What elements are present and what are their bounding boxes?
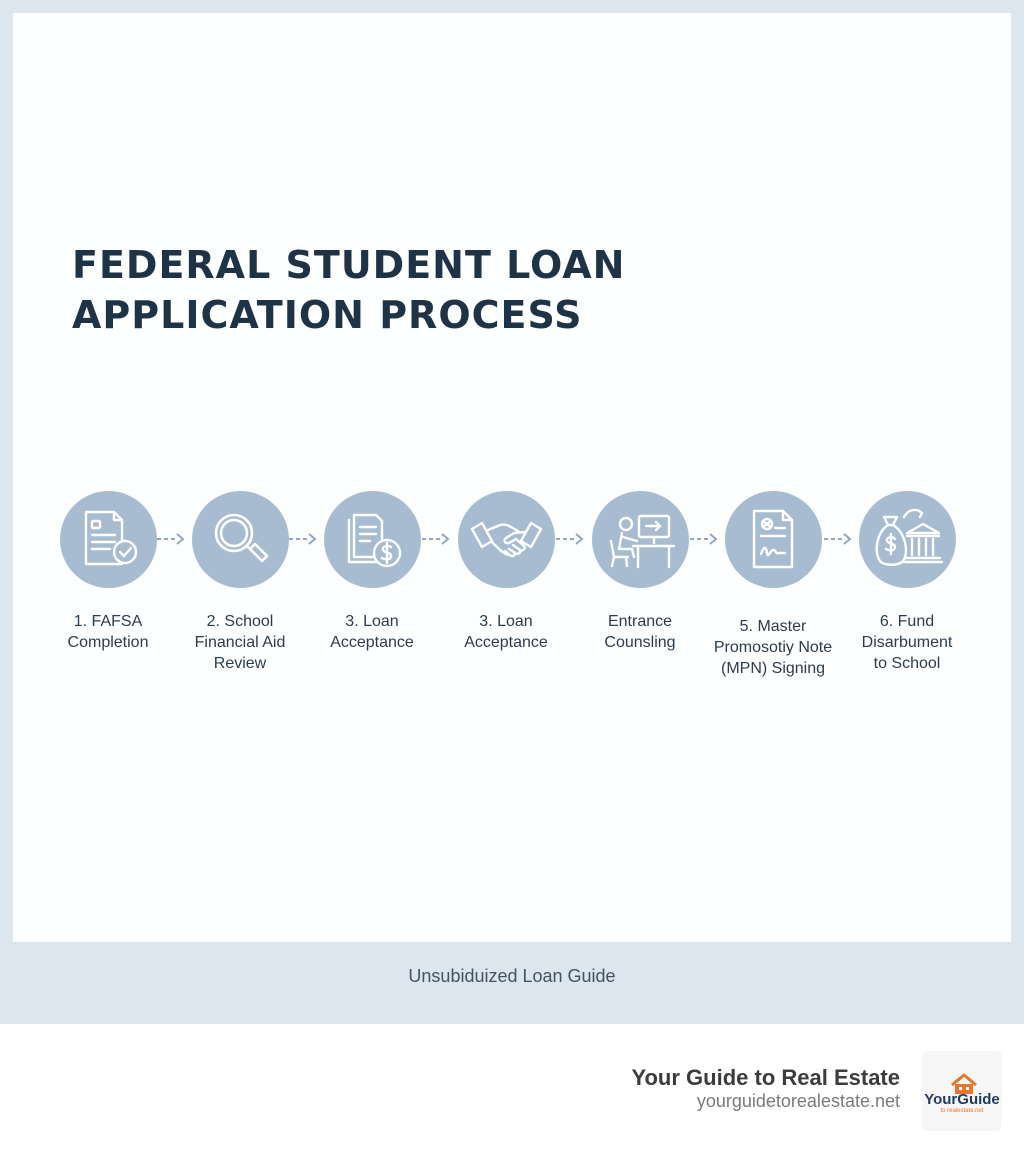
brand-name[interactable]: Your Guide to Real Estate [631, 1065, 900, 1090]
step-label: 5. Master Promosotiy Note (MPN) Signing [713, 618, 833, 677]
magnifier-icon [214, 513, 269, 563]
logo-text: YourGuide [924, 1091, 1000, 1108]
arrow-1-icon [157, 533, 185, 545]
logo-subtext: to realestate.net [940, 1108, 983, 1114]
title-line-2: APPLICATION PROCESS [72, 293, 583, 337]
signed-document-icon [752, 509, 794, 569]
brand-url[interactable]: yourguidetorealestate.net [696, 1091, 900, 1111]
step-circle [458, 491, 555, 588]
page-title: FEDERAL STUDENT LOAN APPLICATION PROCESS [72, 240, 625, 340]
content-card [13, 13, 1011, 942]
arrow-4-icon [556, 533, 584, 545]
step-label: 1. FAFSA Completion [67, 613, 149, 651]
step-label: 2. School Financial Aid Review [194, 613, 286, 672]
step-circle [592, 491, 689, 588]
arrow-6-icon [824, 533, 852, 545]
arrow-5-icon [690, 533, 718, 545]
document-dollar-icon [347, 513, 402, 568]
step-circle [324, 491, 421, 588]
step-label: 6. Fund Disarbument to School [861, 613, 953, 672]
step-circle [60, 491, 157, 588]
step-circle [859, 491, 956, 588]
step-circle [725, 491, 822, 588]
step-circle [192, 491, 289, 588]
house-logo-icon: YourGuide to realestate.net [924, 1073, 1000, 1114]
step-label: 3. Loan Acceptance [464, 613, 548, 651]
handshake-icon [470, 521, 543, 558]
person-at-computer-icon [609, 514, 676, 569]
arrow-2-icon [289, 533, 317, 545]
step-label: 3. Loan Acceptance [330, 613, 414, 651]
arrow-3-icon [422, 533, 450, 545]
step-label: Entrance Counsling [604, 613, 676, 651]
footer-caption: Unsubiduized Loan Guide [408, 966, 616, 986]
brand-logo[interactable]: YourGuide to realestate.net [922, 1051, 1002, 1131]
money-bag-bank-icon [875, 508, 944, 566]
title-line-1: FEDERAL STUDENT LOAN [72, 243, 626, 287]
document-check-icon [84, 510, 138, 566]
